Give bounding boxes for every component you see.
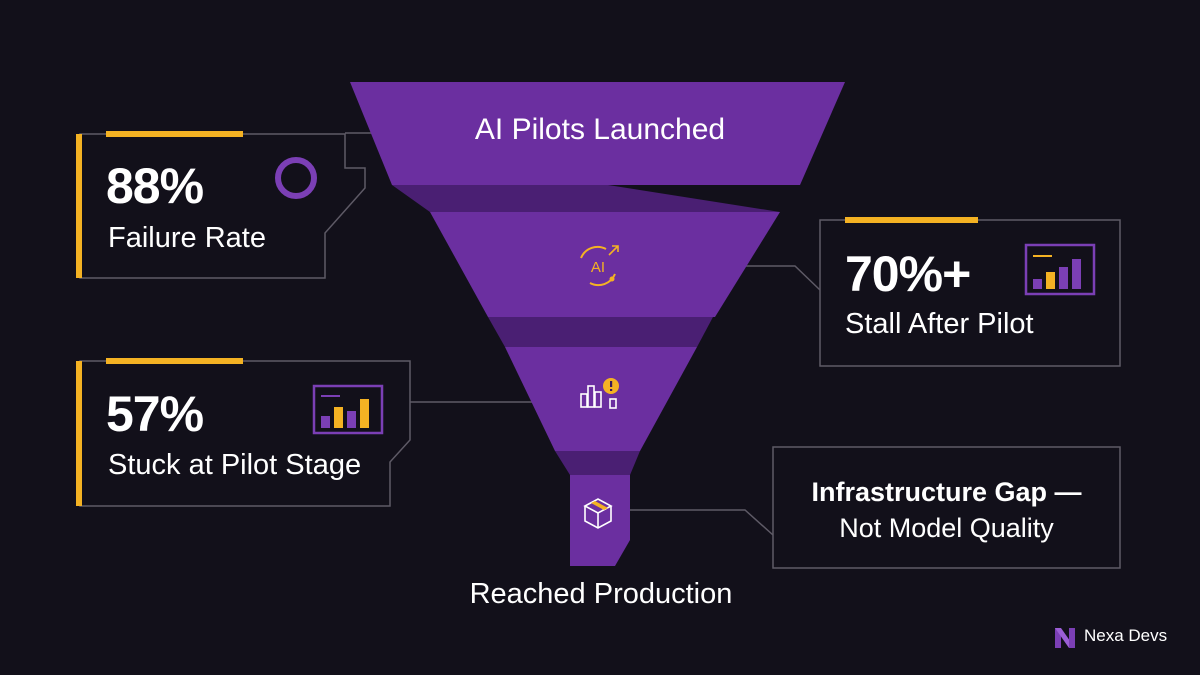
- svg-text:AI: AI: [591, 259, 605, 276]
- funnel-tier-1: [350, 82, 845, 185]
- card-stall-accent-line: [845, 217, 978, 223]
- stall-stat: 70%+: [845, 246, 971, 302]
- funnel-connector-2: [488, 317, 713, 347]
- failure-label: Failure Rate: [108, 222, 266, 254]
- card-stuck-accent-bar: [76, 361, 82, 506]
- funnel-connector-3: [555, 451, 640, 475]
- funnel-bottom-label: Reached Production: [469, 578, 733, 610]
- funnel-connector-1: [392, 185, 780, 212]
- bar-chart-icon: [1024, 243, 1096, 296]
- funnel-tier-4: [570, 475, 630, 566]
- failure-stat: 88%: [106, 158, 204, 214]
- gap-line2: Not Model Quality: [839, 513, 1054, 543]
- card-stall: [819, 217, 1121, 367]
- package-box-icon: [583, 498, 613, 529]
- card-gap: [772, 446, 1121, 569]
- funnel-top-label: AI Pilots Launched: [474, 113, 726, 146]
- connector-gap: [630, 509, 774, 536]
- brand-name: Nexa Devs: [1084, 626, 1168, 645]
- stuck-stat: 57%: [106, 386, 204, 442]
- card-stuck-accent-line: [106, 358, 243, 364]
- bar-chart-alert-icon: [580, 378, 619, 409]
- funnel: [350, 82, 845, 566]
- gap-line1: Infrastructure Gap —: [811, 477, 1082, 507]
- bar-chart-icon: [312, 384, 384, 435]
- card-failure: [76, 131, 366, 279]
- stuck-label: Stuck at Pilot Stage: [108, 449, 362, 481]
- funnel-tier-2: [430, 212, 780, 317]
- card-failure-accent-line: [106, 131, 243, 137]
- card-stuck: [76, 358, 411, 507]
- card-failure-accent-bar: [76, 134, 82, 278]
- nexa-logo-icon: [1055, 628, 1075, 648]
- ai-spark-icon: AI: [580, 245, 619, 287]
- donut-ring-icon: [275, 157, 317, 199]
- brand: Nexa Devs: [1058, 626, 1167, 646]
- stall-label: Stall After Pilot: [845, 308, 1034, 340]
